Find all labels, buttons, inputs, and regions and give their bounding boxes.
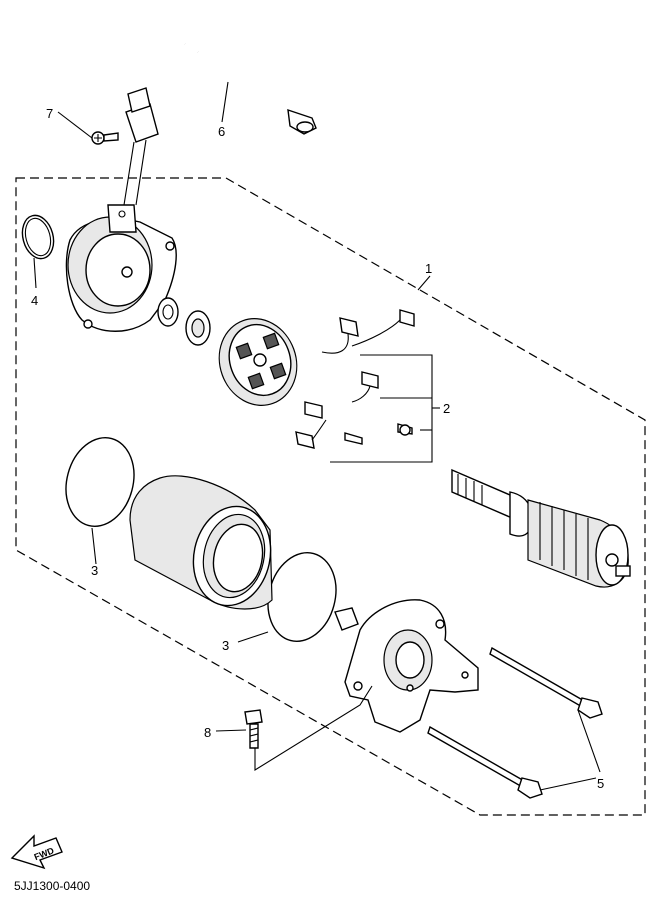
rear-cover bbox=[344, 599, 479, 733]
bushing bbox=[334, 607, 359, 631]
callout-1: 1 bbox=[425, 261, 432, 276]
front-cover bbox=[65, 204, 177, 332]
yoke bbox=[129, 475, 273, 610]
gasket-front bbox=[65, 437, 135, 527]
screw-7 bbox=[91, 131, 119, 145]
through-bolt-upper bbox=[489, 646, 603, 719]
callout-5: 5 bbox=[597, 776, 604, 791]
brush-set bbox=[295, 309, 415, 449]
assembly-boundary bbox=[15, 177, 646, 816]
callout-4: 4 bbox=[31, 293, 38, 308]
bearing bbox=[157, 297, 179, 327]
callout-2: 2 bbox=[443, 401, 450, 416]
diagram-code: 5JJ1300-0400 bbox=[14, 879, 90, 893]
bolt-8 bbox=[244, 709, 263, 749]
brush-holder bbox=[218, 318, 298, 406]
callout-3-front: 3 bbox=[91, 563, 98, 578]
callout-8: 8 bbox=[204, 725, 211, 740]
callout-7: 7 bbox=[46, 106, 53, 121]
lead-wire bbox=[109, 19, 317, 206]
callout-3-rear: 3 bbox=[222, 638, 229, 653]
callout-6: 6 bbox=[218, 124, 225, 139]
through-bolt-lower bbox=[427, 725, 543, 799]
armature bbox=[451, 468, 631, 588]
fwd-arrow-icon: FWD bbox=[10, 834, 63, 870]
